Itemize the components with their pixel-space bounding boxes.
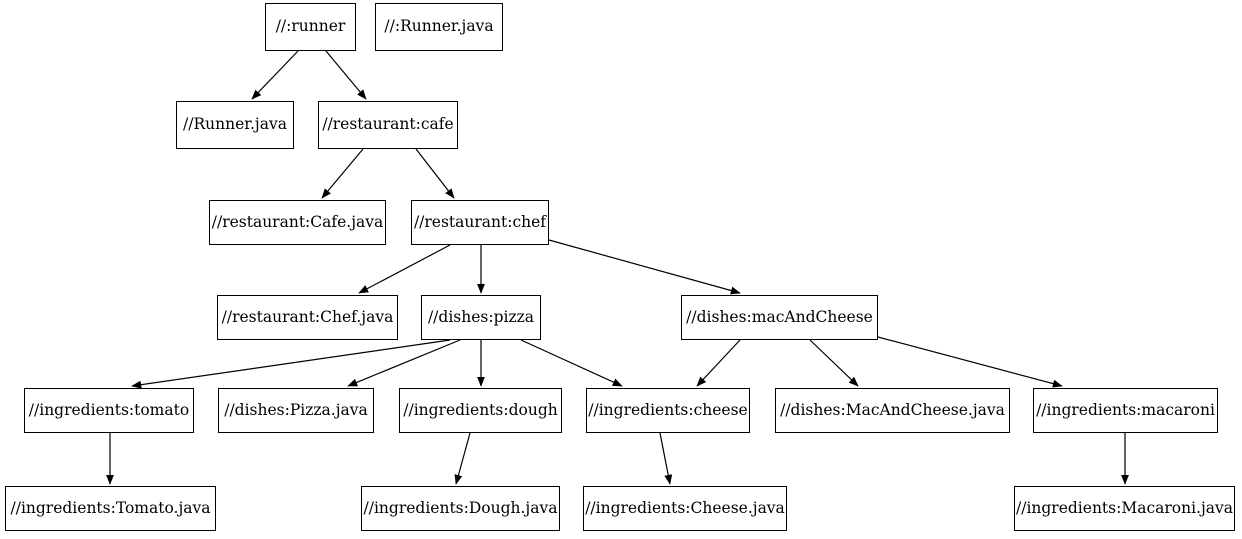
graph-node-label: //dishes:MacAndCheese.java [780,400,1005,419]
graph-node-label: //restaurant:Cafe.java [211,212,384,231]
graph-node-label: //ingredients:Tomato.java [10,498,211,517]
graph-node-label: //Runner.java [183,115,287,134]
graph-node-ing_macaroni_java[interactable]: //ingredients:Macaroni.java [1014,486,1235,531]
graph-node-label: //ingredients:Macaroni.java [1016,498,1234,517]
graph-node-label: //ingredients:dough [403,400,558,419]
graph-node-runner[interactable]: //:runner [265,3,356,51]
graph-node-ing_tomato_java[interactable]: //ingredients:Tomato.java [5,486,216,531]
graph-node-ing_dough[interactable]: //ingredients:dough [399,388,562,433]
graph-node-label: //restaurant:Chef.java [221,307,394,326]
graph-node-label: //restaurant:chef [413,212,547,231]
graph-node-ing_cheese[interactable]: //ingredients:cheese [586,388,750,433]
graph-node-label: //ingredients:tomato [28,400,190,419]
graph-node-label: //:Runner.java [384,17,494,36]
graph-node-label: //dishes:Pizza.java [224,400,368,419]
graph-node-label: //ingredients:Dough.java [363,498,558,517]
graph-node-label: //ingredients:cheese [588,400,748,419]
graph-node-label: //ingredients:Cheese.java [585,498,785,517]
graph-node-ing_macaroni[interactable]: //ingredients:macaroni [1033,388,1218,433]
graph-node-label: //dishes:macAndCheese [686,307,873,326]
graph-node-ing_cheese_java[interactable]: //ingredients:Cheese.java [583,486,787,531]
graph-node-restaurant_chef[interactable]: //restaurant:chef [411,200,549,245]
graph-node-label: //restaurant:cafe [322,115,454,134]
graph-node-runner_java_root[interactable]: //:Runner.java [375,3,503,51]
graph-node-dishes_macandcheese[interactable]: //dishes:macAndCheese [681,295,878,340]
graph-node-label: //:runner [275,17,346,36]
graph-node-runner_java[interactable]: //Runner.java [176,101,294,149]
graph-node-restaurant_cafe_java[interactable]: //restaurant:Cafe.java [209,200,386,245]
graph-node-dishes_mac_java[interactable]: //dishes:MacAndCheese.java [775,388,1010,433]
graph-node-dishes_pizza_java[interactable]: //dishes:Pizza.java [218,388,374,433]
graph-node-restaurant_cafe[interactable]: //restaurant:cafe [318,101,458,149]
graph-node-dishes_pizza[interactable]: //dishes:pizza [421,295,541,340]
graph-node-restaurant_chef_java[interactable]: //restaurant:Chef.java [217,295,398,340]
graph-node-label: //ingredients:macaroni [1036,400,1215,419]
graph-node-label: //dishes:pizza [427,307,535,326]
graph-node-ing_tomato[interactable]: //ingredients:tomato [24,388,194,433]
graph-node-ing_dough_java[interactable]: //ingredients:Dough.java [361,486,560,531]
